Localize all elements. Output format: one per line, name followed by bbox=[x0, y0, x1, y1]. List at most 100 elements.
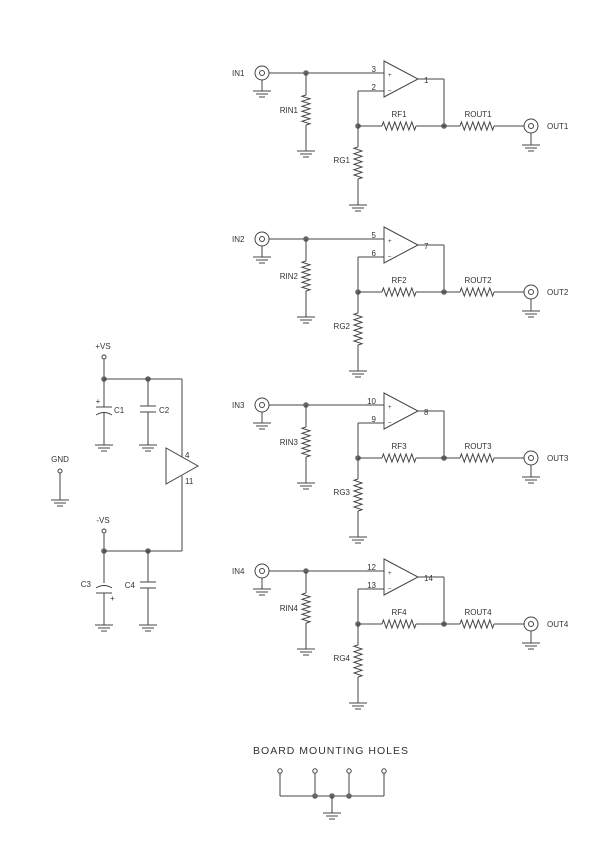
junction-dot bbox=[346, 793, 352, 799]
ground-symbol bbox=[522, 642, 540, 650]
inverting-sign: – bbox=[388, 88, 392, 94]
input-connector bbox=[254, 65, 270, 81]
c3-label: C3 bbox=[81, 580, 92, 589]
output-connector-pin bbox=[528, 289, 534, 295]
rout-resistor bbox=[459, 618, 495, 630]
rin-label: RIN3 bbox=[280, 438, 299, 447]
vplus-terminal bbox=[101, 354, 107, 360]
board-mounting-holes: BOARD MOUNTING HOLES bbox=[253, 745, 409, 820]
input-label: IN2 bbox=[232, 235, 245, 244]
ground-symbol bbox=[139, 444, 157, 452]
c1-plate-bottom bbox=[95, 412, 113, 416]
ground-symbol bbox=[297, 316, 315, 324]
c4-label: C4 bbox=[125, 581, 136, 590]
rout-label: ROUT3 bbox=[464, 442, 492, 451]
amplifier-channels: IN1RIN1+–321RF1RG1ROUT1OUT1IN2RIN2+–567R… bbox=[232, 60, 569, 710]
pin-minus-label: 2 bbox=[372, 83, 377, 92]
rout-resistor bbox=[459, 120, 495, 132]
noninverting-sign: + bbox=[388, 571, 392, 577]
pin-minus-label: 13 bbox=[367, 581, 376, 590]
ground-symbol bbox=[139, 624, 157, 632]
pin-out-label: 1 bbox=[424, 76, 429, 85]
ground-symbol bbox=[349, 536, 367, 544]
output-connector-pin bbox=[528, 123, 534, 129]
rf-label: RF2 bbox=[391, 276, 407, 285]
rg-label: RG2 bbox=[334, 322, 351, 331]
input-connector-pin bbox=[259, 568, 265, 574]
output-connector bbox=[523, 284, 539, 300]
noninverting-sign: + bbox=[388, 73, 392, 79]
rin-resistor bbox=[300, 592, 312, 624]
vplus-label: +VS bbox=[95, 342, 110, 351]
ground-symbol bbox=[349, 370, 367, 378]
rin-resistor bbox=[300, 94, 312, 126]
rf-resistor bbox=[381, 618, 417, 630]
output-connector-pin bbox=[528, 621, 534, 627]
inverting-sign: – bbox=[388, 586, 392, 592]
gnd-label: GND bbox=[51, 455, 69, 464]
rin-label: RIN4 bbox=[280, 604, 299, 613]
ground-symbol bbox=[297, 482, 315, 490]
mounting-holes-title: BOARD MOUNTING HOLES bbox=[253, 745, 409, 757]
op-amp-triangle bbox=[383, 60, 420, 98]
rg-resistor bbox=[352, 644, 364, 678]
output-label: OUT3 bbox=[547, 454, 569, 463]
output-label: OUT4 bbox=[547, 620, 569, 629]
pin-plus-label: 10 bbox=[367, 397, 376, 406]
input-connector bbox=[254, 563, 270, 579]
rin-label: RIN2 bbox=[280, 272, 299, 281]
op-amp-triangle bbox=[383, 392, 420, 430]
ground-symbol bbox=[349, 702, 367, 710]
ground-symbol bbox=[349, 204, 367, 212]
rg-resistor bbox=[352, 146, 364, 180]
pin-minus-label: 9 bbox=[372, 415, 377, 424]
c1-label: C1 bbox=[114, 406, 125, 415]
rg-label: RG4 bbox=[334, 654, 351, 663]
output-label: OUT1 bbox=[547, 122, 569, 131]
input-connector-pin bbox=[259, 236, 265, 242]
ground-symbol bbox=[95, 444, 113, 452]
inverting-sign: – bbox=[388, 254, 392, 260]
rf-label: RF1 bbox=[391, 110, 407, 119]
vminus-label: -VS bbox=[96, 516, 109, 525]
rf-label: RF3 bbox=[391, 442, 407, 451]
ground-symbol bbox=[522, 476, 540, 484]
input-connector bbox=[254, 231, 270, 247]
output-connector bbox=[523, 616, 539, 632]
c3-plate-top bbox=[95, 585, 113, 589]
rout-label: ROUT2 bbox=[464, 276, 492, 285]
pin-plus-label: 5 bbox=[372, 231, 377, 240]
mounting-hole bbox=[312, 768, 318, 774]
ground-symbol bbox=[522, 144, 540, 152]
c1-plus-sign: + bbox=[96, 397, 101, 406]
input-label: IN3 bbox=[232, 401, 245, 410]
rout-resistor bbox=[459, 286, 495, 298]
rout-label: ROUT4 bbox=[464, 608, 492, 617]
rout-resistor bbox=[459, 452, 495, 464]
ground-symbol bbox=[253, 422, 271, 430]
op-amp-triangle bbox=[383, 558, 420, 596]
rin-label: RIN1 bbox=[280, 106, 299, 115]
vminus-terminal bbox=[101, 528, 107, 534]
ground-symbol bbox=[253, 588, 271, 596]
noninverting-sign: + bbox=[388, 239, 392, 245]
ground-symbol bbox=[51, 499, 69, 507]
input-label: IN1 bbox=[232, 69, 245, 78]
rg-label: RG1 bbox=[334, 156, 351, 165]
output-connector bbox=[523, 450, 539, 466]
output-connector-pin bbox=[528, 455, 534, 461]
inverting-sign: – bbox=[388, 420, 392, 426]
pin-vplus-label: 4 bbox=[185, 451, 190, 460]
pin-plus-label: 12 bbox=[367, 563, 376, 572]
input-connector-pin bbox=[259, 70, 265, 76]
ground-symbol bbox=[95, 624, 113, 632]
ground-symbol bbox=[323, 812, 341, 820]
input-connector-pin bbox=[259, 402, 265, 408]
pin-out-label: 14 bbox=[424, 574, 433, 583]
